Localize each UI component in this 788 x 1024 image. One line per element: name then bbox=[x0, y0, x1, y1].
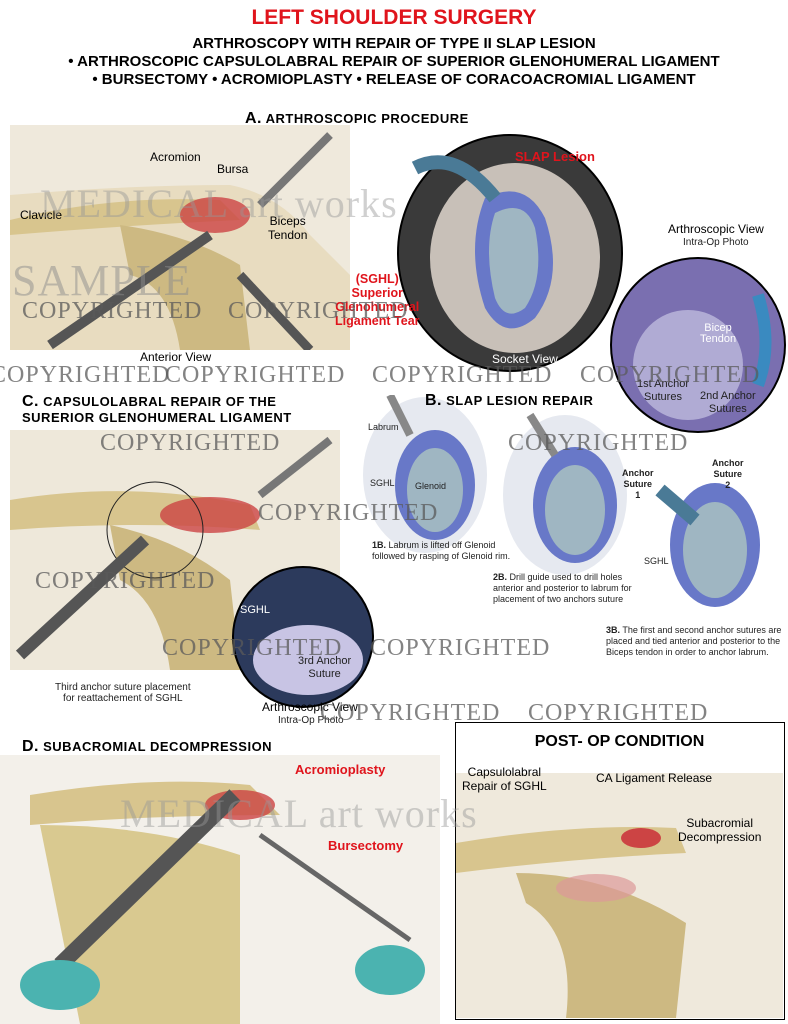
watermark: COPYRIGHTED bbox=[528, 700, 709, 726]
post-op-title: POST- OP CONDITION bbox=[534, 733, 705, 750]
arthroscopic-photo-a bbox=[610, 257, 786, 433]
section-c-heading: C. CAPSULOLABRAL REPAIR OF THE SURERIOR … bbox=[22, 393, 292, 426]
watermark-brand: MEDICAL art works bbox=[120, 791, 478, 836]
watermark: COPYRIGHTED bbox=[372, 362, 553, 388]
watermark: COPYRIGHTED bbox=[320, 700, 501, 726]
label-arthroscopic-view-c: Arthroscopic View bbox=[262, 700, 358, 714]
label-sghl-tear: (SGHL) Superior Glenohumeral Ligament Te… bbox=[335, 272, 420, 328]
label-anterior-view: Anterior View bbox=[140, 350, 212, 364]
watermark: COPYRIGHTED bbox=[228, 298, 409, 324]
slap-repair-illustrations bbox=[363, 395, 760, 607]
caption-1b: 1B. Labrum is lifted off Glenoid followe… bbox=[372, 540, 511, 561]
label-bicep-tendon: Bicep Tendon bbox=[700, 322, 737, 345]
subtitle-line-2: • ARTHROSCOPIC CAPSULOLABRAL REPAIR OF S… bbox=[68, 53, 720, 70]
decompression-illustration bbox=[0, 755, 440, 1024]
watermark: COPYRIGHTED bbox=[258, 500, 439, 526]
label-clavicle: Clavicle bbox=[20, 208, 63, 222]
subtitle-line-3: • BURSECTOMY • ACROMIOPLASTY • RELEASE O… bbox=[92, 71, 696, 88]
label-1st-anchor: 1st Anchor Sutures bbox=[637, 378, 689, 403]
watermark: COPYRIGHTED bbox=[508, 430, 689, 456]
subtitle-line-1: ARTHROSCOPY WITH REPAIR OF TYPE II SLAP … bbox=[192, 35, 596, 52]
label-anchor-suture-2: Anchor Suture 2 bbox=[712, 458, 744, 490]
label-acromion: Acromion bbox=[150, 150, 201, 164]
label-labrum: Labrum bbox=[368, 422, 399, 432]
watermark: COPYRIGHTED bbox=[162, 635, 343, 661]
label-socket-view: Socket View bbox=[492, 352, 558, 366]
watermark: COPYRIGHTED bbox=[35, 568, 216, 594]
label-sghl-3b: SGHL bbox=[644, 556, 669, 566]
watermark: COPYRIGHTED bbox=[0, 362, 171, 388]
arthroscopic-photo-c bbox=[232, 566, 374, 708]
label-biceps-tendon: Biceps Tendon bbox=[268, 214, 308, 242]
label-subacromial: Subacromial Decompression bbox=[678, 816, 762, 844]
watermark: COPYRIGHTED bbox=[22, 298, 203, 324]
label-slap-lesion: SLAP Lesion bbox=[515, 149, 595, 164]
post-op-panel: POST- OP CONDITION Capsulolabral Repair … bbox=[455, 722, 785, 1020]
label-capsulolabral: Capsulolabral Repair of SGHL bbox=[462, 765, 547, 793]
page-title: LEFT SHOULDER SURGERY bbox=[251, 6, 537, 29]
watermark-brand: MEDICAL art works bbox=[40, 181, 398, 226]
post-op-illustration bbox=[456, 773, 783, 1018]
section-d-heading: D. SUBACROMIAL DECOMPRESSION bbox=[22, 738, 273, 755]
label-bursectomy: Bursectomy bbox=[328, 838, 404, 853]
label-bursa: Bursa bbox=[217, 162, 249, 176]
watermark: COPYRIGHTED bbox=[370, 635, 551, 661]
watermark: COPYRIGHTED bbox=[165, 362, 346, 388]
socket-view-illustration bbox=[397, 134, 623, 372]
section-b-heading: B. SLAP LESION REPAIR bbox=[425, 392, 594, 409]
caption-2b: 2B. Drill guide used to drill holes ante… bbox=[493, 572, 632, 604]
label-anchor-suture-1: Anchor Suture 1 bbox=[622, 468, 654, 500]
label-arthroscopic-view-a: Arthroscopic View bbox=[668, 222, 764, 236]
label-intra-op-c: Intra-Op Photo bbox=[278, 715, 344, 726]
caption-3b: 3B. The first and second anchor sutures … bbox=[606, 625, 782, 657]
section-a-heading: A. ARTHROSCOPIC PROCEDURE bbox=[245, 110, 469, 127]
shoulder-anterior-illustration bbox=[10, 125, 350, 350]
label-ca-ligament: CA Ligament Release bbox=[596, 771, 713, 785]
label-sghl-b: SGHL bbox=[370, 478, 395, 488]
watermark-sample: SAMPLE bbox=[12, 256, 192, 305]
label-acromioplasty: Acromioplasty bbox=[295, 762, 386, 777]
label-glenoid: Glenoid bbox=[415, 481, 447, 491]
label-sghl-c: SGHL bbox=[240, 604, 270, 616]
watermark: COPYRIGHTED bbox=[580, 362, 761, 388]
label-2nd-anchor: 2nd Anchor Sutures bbox=[700, 390, 756, 415]
watermark: COPYRIGHTED bbox=[100, 430, 281, 456]
label-third-anchor-caption: Third anchor suture placement for reatta… bbox=[55, 682, 191, 704]
label-3rd-anchor: 3rd Anchor Suture bbox=[298, 655, 352, 680]
label-intra-op-a: Intra-Op Photo bbox=[683, 237, 749, 248]
